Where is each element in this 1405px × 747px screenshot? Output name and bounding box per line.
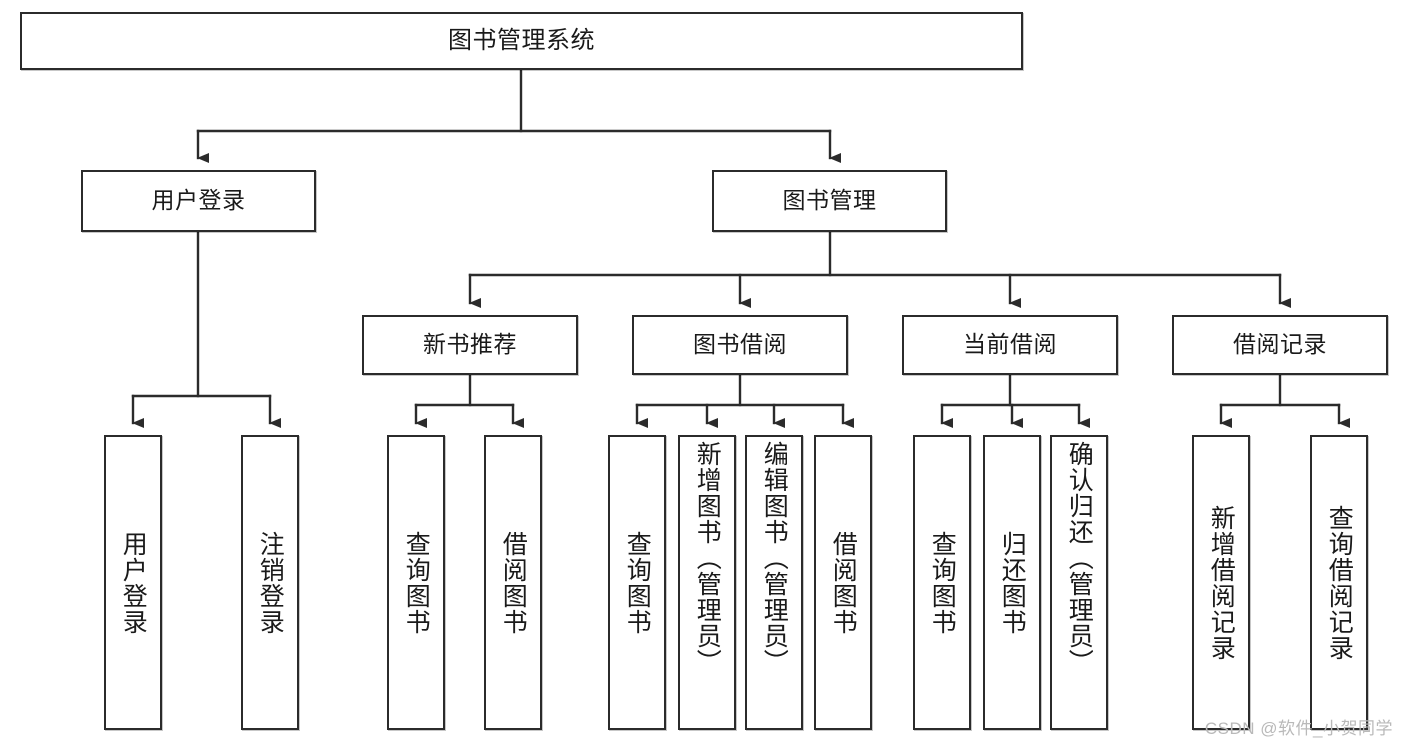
leaf-query-book-current-label: 查询图书 [928, 530, 957, 635]
leaf-add-book-admin-label: 新增图书（管理员） [693, 441, 722, 675]
node-book-borrow[interactable]: 图书借阅 [632, 315, 848, 375]
node-new-book-recommend-label: 新书推荐 [423, 331, 517, 358]
node-new-book-recommend[interactable]: 新书推荐 [362, 315, 578, 375]
leaf-add-book-admin[interactable]: 新增图书（管理员） [678, 435, 736, 730]
leaf-logout-label: 注销登录 [256, 530, 285, 635]
node-current-borrow[interactable]: 当前借阅 [902, 315, 1118, 375]
node-user-login[interactable]: 用户登录 [81, 170, 316, 232]
leaf-borrow-book-label: 借阅图书 [829, 530, 858, 635]
leaf-query-borrow-record-label: 查询借阅记录 [1325, 504, 1354, 661]
node-book-borrow-label: 图书借阅 [693, 331, 787, 358]
leaf-query-book-borrow-label: 查询图书 [623, 530, 652, 635]
leaf-add-borrow-record-label: 新增借阅记录 [1207, 504, 1236, 661]
node-borrow-records-label: 借阅记录 [1233, 331, 1327, 358]
leaf-borrow-book[interactable]: 借阅图书 [814, 435, 872, 730]
node-root-label: 图书管理系统 [448, 26, 595, 54]
leaf-user-login-label: 用户登录 [119, 530, 148, 635]
node-borrow-records[interactable]: 借阅记录 [1172, 315, 1388, 375]
node-book-management[interactable]: 图书管理 [712, 170, 947, 232]
node-current-borrow-label: 当前借阅 [963, 331, 1057, 358]
csdn-watermark: CSDN @软件_小贺同学 [1204, 719, 1393, 738]
leaf-add-borrow-record[interactable]: 新增借阅记录 [1192, 435, 1250, 730]
node-user-login-label: 用户登录 [151, 187, 246, 214]
leaf-edit-book-admin[interactable]: 编辑图书（管理员） [745, 435, 803, 730]
leaf-query-book-borrow[interactable]: 查询图书 [608, 435, 666, 730]
leaf-query-book-recommend-label: 查询图书 [402, 530, 431, 635]
node-root[interactable]: 图书管理系统 [20, 12, 1023, 70]
leaf-query-book-recommend[interactable]: 查询图书 [387, 435, 445, 730]
leaf-return-book[interactable]: 归还图书 [983, 435, 1041, 730]
leaf-query-borrow-record[interactable]: 查询借阅记录 [1310, 435, 1368, 730]
leaf-confirm-return-admin[interactable]: 确认归还（管理员） [1050, 435, 1108, 730]
leaf-confirm-return-admin-label: 确认归还（管理员） [1065, 441, 1094, 675]
leaf-query-book-current[interactable]: 查询图书 [913, 435, 971, 730]
leaf-return-book-label: 归还图书 [998, 530, 1027, 635]
node-book-management-label: 图书管理 [782, 187, 877, 214]
leaf-user-login[interactable]: 用户登录 [104, 435, 162, 730]
leaf-edit-book-admin-label: 编辑图书（管理员） [760, 441, 789, 675]
leaf-borrow-book-recommend-label: 借阅图书 [499, 530, 528, 635]
leaf-logout[interactable]: 注销登录 [241, 435, 299, 730]
leaf-borrow-book-recommend[interactable]: 借阅图书 [484, 435, 542, 730]
